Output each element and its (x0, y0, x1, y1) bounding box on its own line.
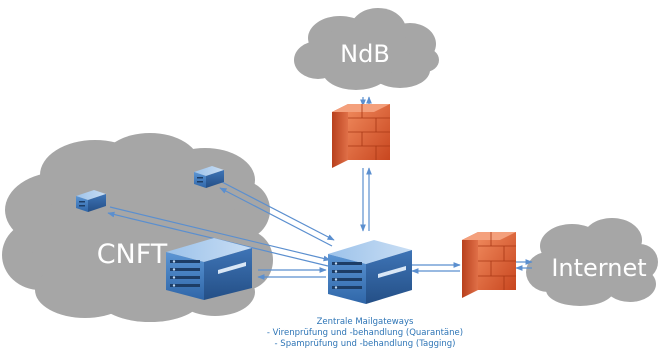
mail-gateway-caption: Zentrale Mailgateways - Virenprüfung und… (250, 317, 480, 350)
caption-line-virus: - Virenprüfung und -behandlung (Quarantä… (266, 328, 464, 338)
cloud-icon (526, 218, 658, 306)
firewall-ndb (332, 104, 390, 168)
arrow-server-top-gateway (221, 181, 335, 241)
server-cnft-main (166, 238, 252, 300)
internet-label: Internet (551, 254, 646, 282)
server-icon (76, 190, 106, 212)
cloud-cnft: CNFT (2, 133, 273, 322)
mail-gateway (328, 240, 412, 304)
arrow-gateway-server-top (219, 187, 333, 247)
ndb-label: NdB (340, 40, 390, 68)
arrow-server-left-gateway (109, 206, 331, 262)
cloud-icon (2, 133, 273, 322)
cloud-internet: Internet (526, 218, 658, 306)
caption-title: Zentrale Mailgateways (316, 317, 414, 327)
cnft-label: CNFT (97, 239, 168, 270)
mail-gateway-icon (328, 240, 412, 304)
server-icon (166, 238, 252, 300)
firewall-internet (462, 232, 516, 298)
firewall-icon (332, 104, 390, 168)
firewall-icon (462, 232, 516, 298)
caption-line-spam: - Spamprüfung und -behandlung (Tagging) (274, 339, 456, 349)
server-small-left (76, 190, 106, 212)
server-icon (194, 166, 224, 188)
server-small-top (194, 166, 224, 188)
cloud-icon (294, 8, 439, 90)
connections (107, 96, 533, 280)
cloud-ndb: NdB (294, 8, 439, 90)
